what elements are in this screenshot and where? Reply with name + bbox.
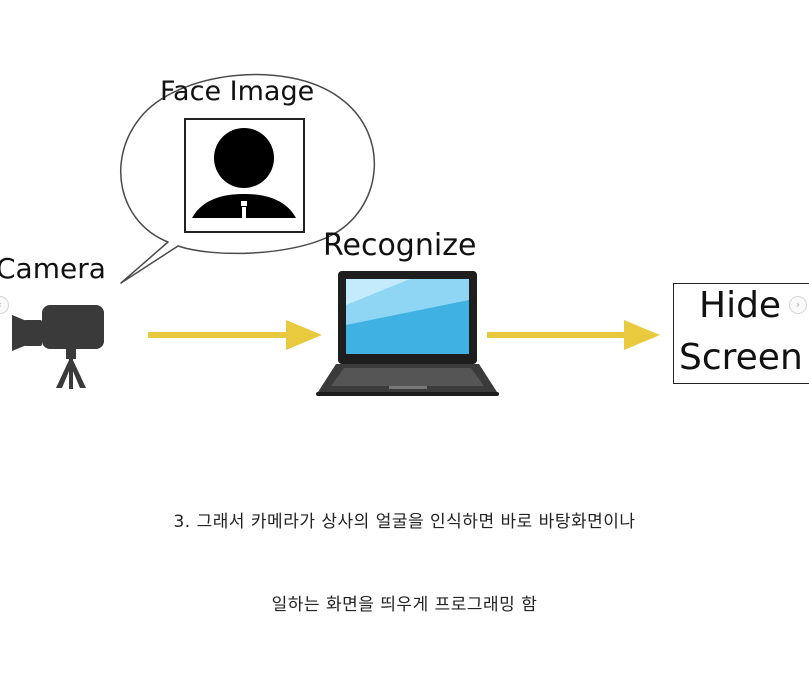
- video-camera-on-tripod-icon: [12, 305, 104, 389]
- caption-line-2: 일하는 화면을 띄우게 프로그래밍 함: [271, 595, 538, 615]
- recognize-label: Recognize: [323, 228, 477, 263]
- hide-screen-label-line1: Hide: [699, 285, 782, 326]
- arrow-laptop-to-hide-screen: [487, 320, 660, 350]
- hide-screen-label-line2: Screen: [679, 337, 803, 378]
- camera-label: Camera: [0, 252, 106, 285]
- person-silhouette-icon: [192, 128, 296, 218]
- caption-line-1: 3. 그래서 카메라가 상사의 얼굴을 인식하면 바로 바탕화면이나: [173, 512, 636, 532]
- diagram-area: Face Image Camera Recognize Hide Screen …: [0, 73, 809, 396]
- laptop-icon: [316, 271, 499, 396]
- diagram-graphics: [12, 73, 660, 396]
- face-image-label: Face Image: [160, 76, 315, 107]
- hide-screen-box: [673, 283, 809, 384]
- chevron-right-icon[interactable]: ›: [789, 296, 807, 314]
- arrow-camera-to-laptop: [148, 320, 322, 350]
